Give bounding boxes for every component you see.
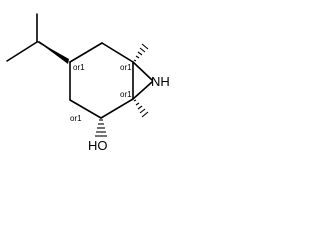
- stereo-label-lower-right-carbon: or1: [120, 90, 132, 99]
- hash-bond-lower-right-hydrogen: [133, 99, 149, 118]
- stereo-label-hydroxyl-carbon: or1: [70, 114, 82, 123]
- stereo-label-top-right-carbon: or1: [120, 63, 132, 72]
- ring-bond-coh-cbottomleft: [69, 99, 102, 119]
- ring-bond-ctop-ctopright: [101, 42, 134, 63]
- hydroxyl-atom-label: HO: [88, 138, 108, 153]
- ring-bond-clowright-coh: [100, 98, 134, 119]
- hash-bond-top-right-hydrogen: [133, 43, 149, 62]
- aziridine-bond-clowright-n: [132, 81, 153, 100]
- aziridine-bond-ctopright-n: [132, 61, 153, 81]
- stereo-label-isopropyl-carbon: or1: [73, 63, 85, 72]
- methyl-bond-left: [6, 41, 38, 62]
- nitrogen-atom-label: NH: [151, 74, 170, 89]
- chemical-structure-diagram: or1 or1 or1 or1 NH HO: [6, 13, 170, 153]
- isopropyl-wedge-bond-body: [37, 41, 69, 64]
- hash-bond-hydroxyl: [95, 119, 107, 137]
- ring-bond-ciso-ctop: [69, 42, 103, 63]
